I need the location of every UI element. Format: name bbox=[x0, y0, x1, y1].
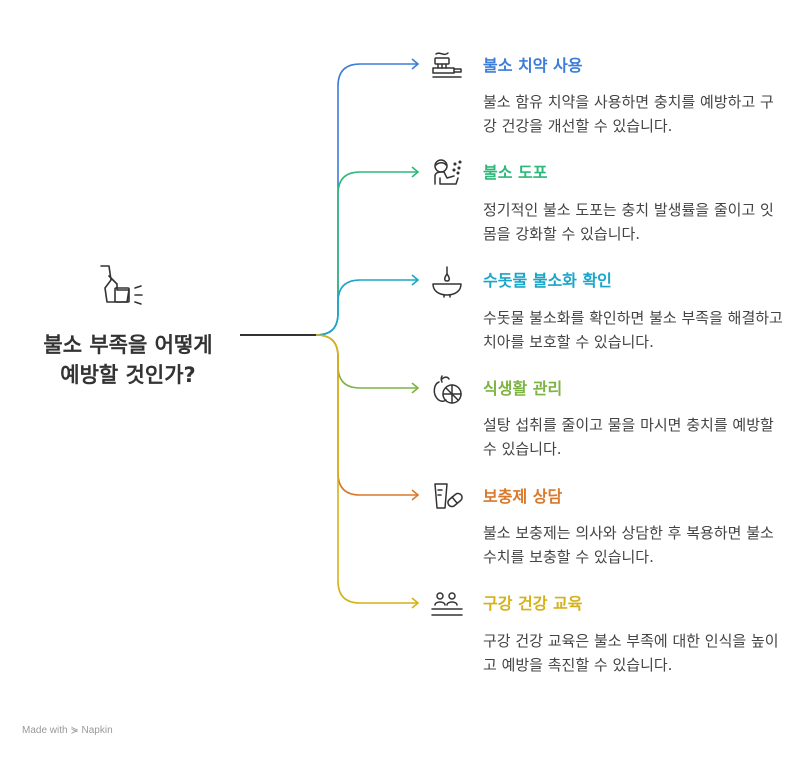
connector-line-4 bbox=[315, 334, 418, 496]
central-question-line-2: 예방할 것인가? bbox=[60, 363, 196, 387]
branch-title-fluoride-toothpaste: 불소 치약 사용 bbox=[483, 56, 583, 75]
branch-description-water-fluoridation: 수돗물 불소화를 확인하면 불소 부족을 해결하고 치아를 보호할 수 있습니다… bbox=[483, 309, 783, 351]
branch-description-fluoride-application: 정기적인 불소 도포는 충치 발생률을 줄이고 잇몸을 강화할 수 있습니다. bbox=[483, 201, 774, 243]
connector-line-2 bbox=[315, 279, 418, 336]
branch-title-fluoride-application: 불소 도포 bbox=[483, 163, 548, 182]
connector-arrowhead-0 bbox=[411, 58, 420, 70]
connector-line-3 bbox=[315, 334, 418, 389]
branch-description-supplement-consultation: 불소 보충제는 의사와 상담한 후 복용하면 불소 수치를 보충할 수 있습니다… bbox=[483, 524, 774, 566]
fruit-icon bbox=[430, 372, 464, 406]
connector-arrowhead-3 bbox=[411, 382, 420, 394]
water-basin-icon bbox=[430, 264, 464, 298]
branch-description-diet-management: 설탕 섭취를 줄이고 물을 마시면 충치를 예방할 수 있습니다. bbox=[483, 416, 774, 458]
connector-arrowhead-1 bbox=[411, 166, 420, 178]
made-with-napkin-credit[interactable]: Made with ⋟ Napkin bbox=[22, 725, 113, 736]
toothbrush-icon bbox=[430, 48, 464, 82]
connector-arrowhead-2 bbox=[411, 274, 420, 286]
dentist-icon bbox=[430, 156, 464, 190]
central-question-line-1: 불소 부족을 어떻게 bbox=[43, 333, 213, 357]
connector-arrowhead-5 bbox=[411, 597, 420, 609]
education-icon bbox=[430, 588, 464, 622]
connector-line-5 bbox=[315, 334, 418, 604]
supplement-icon bbox=[430, 480, 464, 514]
branch-title-oral-health-education: 구강 건강 교육 bbox=[483, 594, 583, 613]
branch-title-diet-management: 식생활 관리 bbox=[483, 379, 563, 398]
branch-title-water-fluoridation: 수돗물 불소화 확인 bbox=[483, 271, 612, 290]
connector-line-1 bbox=[315, 171, 418, 336]
branch-title-supplement-consultation: 보충제 상담 bbox=[483, 487, 563, 506]
connector-arrowhead-4 bbox=[411, 489, 420, 501]
inhaler-icon bbox=[95, 262, 159, 310]
central-question: 불소 부족을 어떻게 예방할 것인가? bbox=[10, 330, 246, 390]
branch-description-oral-health-education: 구강 건강 교육은 불소 부족에 대한 인식을 높이고 예방을 촉진할 수 있습… bbox=[483, 632, 779, 674]
branch-description-fluoride-toothpaste: 불소 함유 치약을 사용하면 충치를 예방하고 구강 건강을 개선할 수 있습니… bbox=[483, 93, 774, 135]
connector-line-0 bbox=[315, 63, 418, 336]
